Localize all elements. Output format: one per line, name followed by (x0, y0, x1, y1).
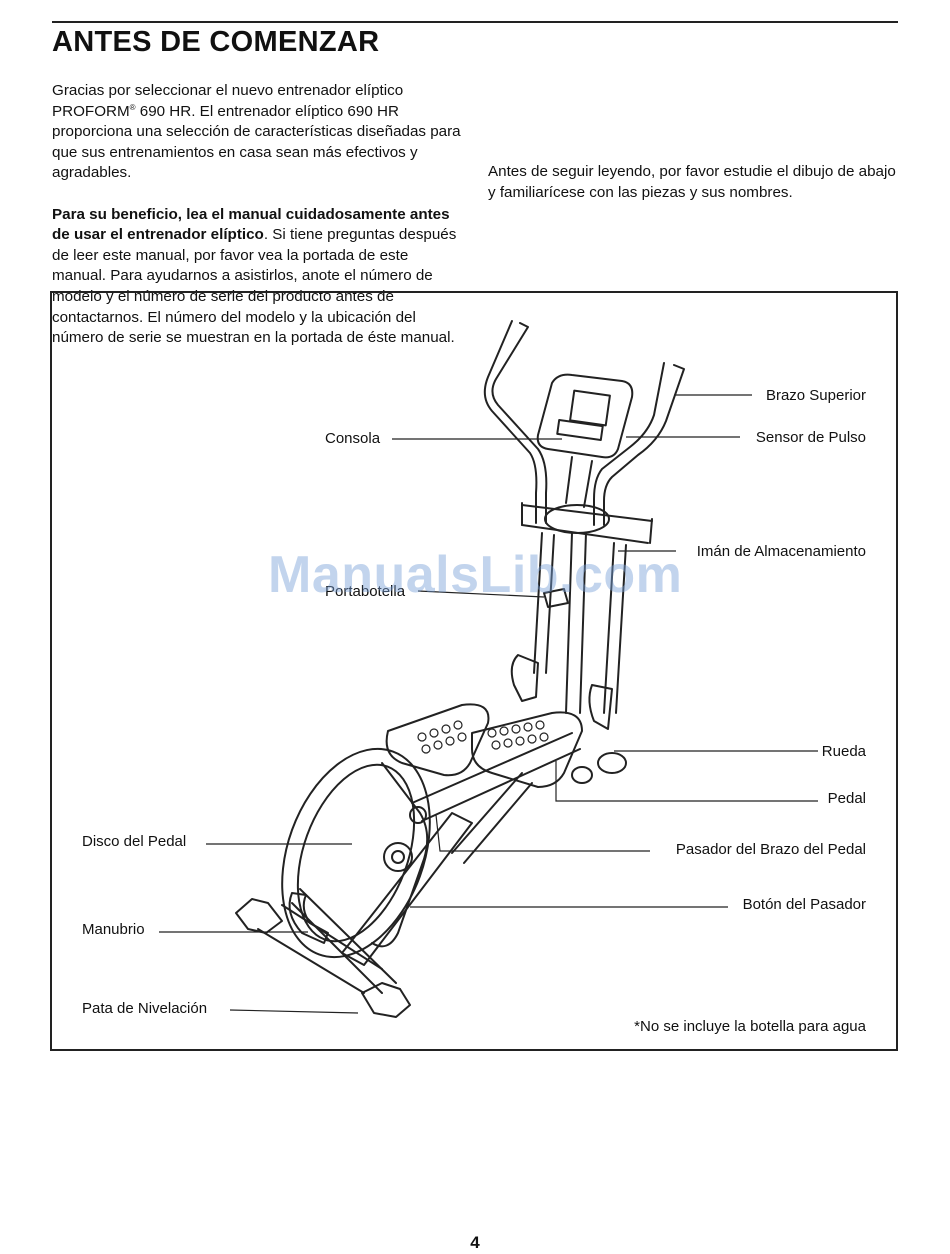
label-iman-almacenamiento: Imán de Almacenamiento (696, 543, 866, 560)
intro-left-column: Gracias por seleccionar el nuevo entrena… (52, 81, 462, 349)
label-sensor-pulso: Sensor de Pulso (755, 429, 866, 446)
registered-mark: ® (129, 102, 136, 112)
pedal-disc (281, 747, 431, 959)
bold-warning: Para su beneficio, lea el manual cuidado… (52, 205, 450, 244)
elliptical-drawing (159, 320, 818, 1018)
bottle-note: *No se incluye la botella para agua (634, 1018, 866, 1035)
label-pasador-brazo-pedal: Pasador del Brazo del Pedal (675, 841, 866, 858)
upper-arm-right (603, 364, 685, 526)
intro-right-column: Antes de seguir leyendo, por favor estud… (488, 162, 898, 224)
label-brazo-superior: Brazo Superior (765, 387, 866, 404)
parts-diagram: Brazo Superior Consola Sensor de Pulso I… (50, 291, 898, 1051)
intro-paragraph-2: Para su beneficio, lea el manual cuidado… (52, 205, 457, 347)
label-portabotella: Portabotella (325, 583, 406, 600)
console (536, 373, 634, 459)
front-stabilizer (235, 898, 283, 934)
watermark: ManualsLib.com (268, 546, 683, 604)
label-disco-pedal: Disco del Pedal (82, 833, 187, 850)
label-consola: Consola (325, 430, 381, 447)
page-number: 4 (470, 1233, 480, 1252)
label-rueda: Rueda (821, 743, 866, 760)
label-manubrio: Manubrio (82, 921, 145, 938)
upper-arm-left (491, 322, 548, 524)
pedal-right (471, 711, 583, 788)
rear-wheel (597, 752, 627, 774)
label-boton-pasador: Botón del Pasador (742, 896, 866, 913)
label-pedal: Pedal (827, 790, 866, 807)
intro-paragraph-3: Antes de seguir leyendo, por favor estud… (488, 163, 896, 201)
front-handlebar (288, 892, 329, 944)
page-title: ANTES DE COMENZAR (52, 26, 380, 58)
rear-stabilizer (361, 982, 411, 1018)
top-rule (52, 21, 898, 23)
intro-paragraph-1: Gracias por seleccionar el nuevo entrena… (52, 82, 461, 182)
label-pata-nivelacion: Pata de Nivelación (82, 1000, 208, 1017)
